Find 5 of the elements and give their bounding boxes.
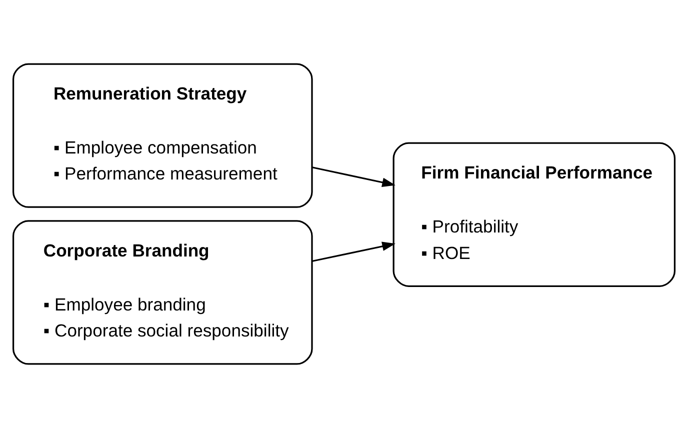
- arrow: [312, 166, 396, 187]
- node-box: Corporate Branding ▪ Employee branding ▪ Corporate social responsibility: [12, 220, 313, 365]
- node-box: Firm Financial Performance ▪ Profitability ▪ ROE: [392, 142, 676, 287]
- arrow: [312, 242, 396, 262]
- node-box: Remuneration Strategy ▪ Employee compensation ▪ Performance measurement: [12, 63, 313, 208]
